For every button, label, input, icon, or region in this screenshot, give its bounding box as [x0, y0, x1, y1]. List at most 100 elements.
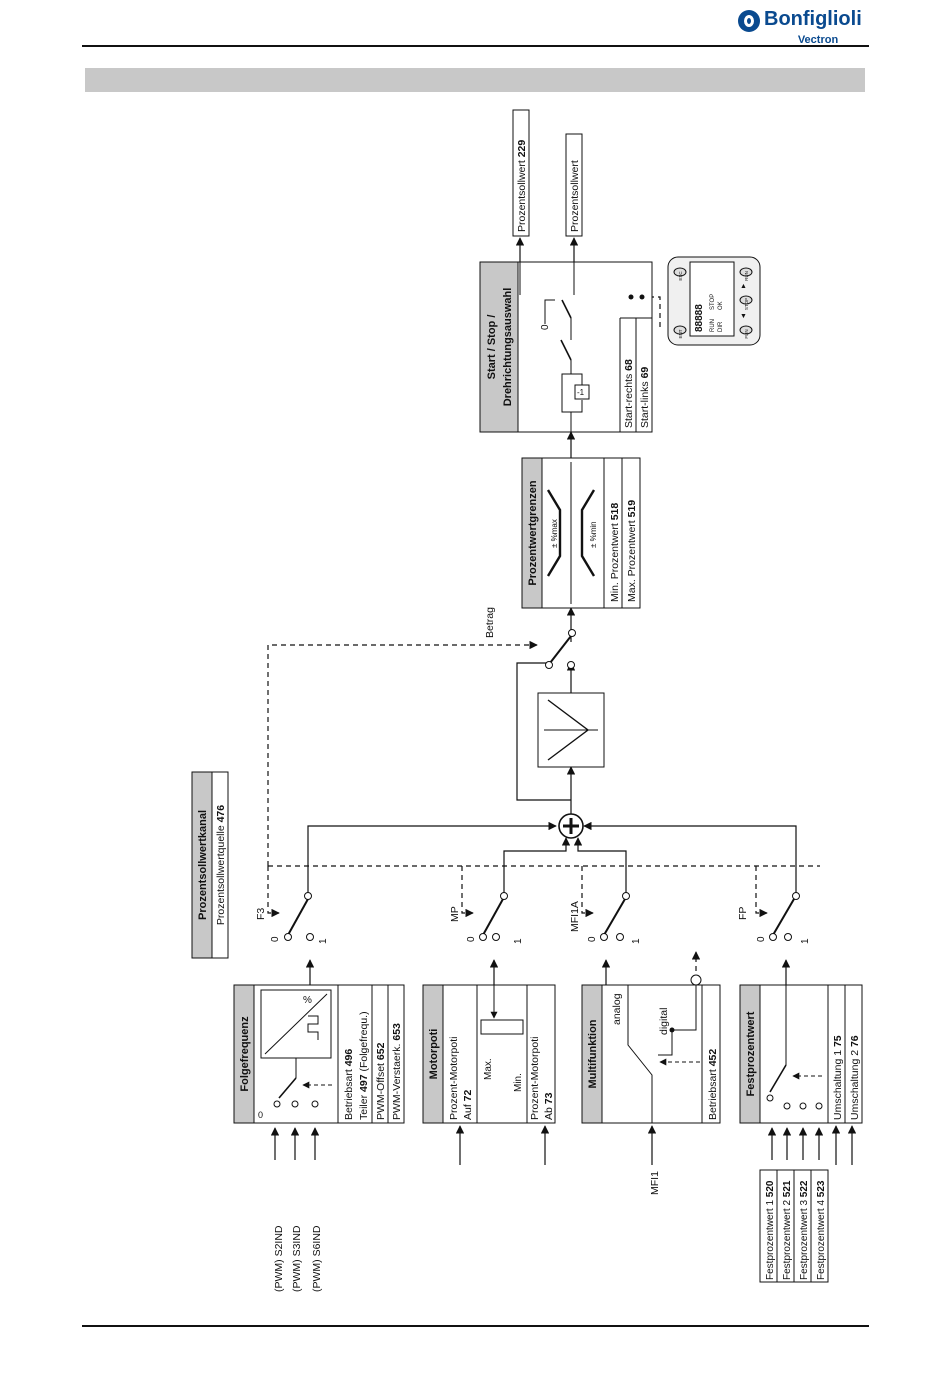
festprozent-block: Festprozentwert Umschaltung 1 75 Umschal…: [739, 984, 863, 1283]
signal-wires: [270, 237, 857, 1165]
footer-rule: [82, 1325, 869, 1327]
keypad-key-down: ▼: [740, 313, 747, 320]
param-pwm-offset-652: PWM-Offset 652: [375, 1042, 387, 1120]
festprozent-1: Festprozentwert 1 520: [765, 1180, 776, 1280]
folgefrequenz-title: Folgefrequenz: [239, 1016, 251, 1092]
param-teiler-497: Teiler 497 (Folgefrequ.): [358, 1011, 370, 1120]
motorpoti-auf-label: Prozent-Motorpoti: [448, 1037, 460, 1120]
param-start-links-69: Start-links 69: [639, 367, 651, 428]
pulse-icon: [307, 1015, 319, 1040]
switch-one-mfi1a: 1: [631, 938, 642, 944]
switch-fp: FP 0 1: [737, 892, 811, 944]
switch-label-fp: FP: [737, 907, 749, 920]
channel-param: Prozentsollwertquelle 476: [215, 805, 227, 925]
motorpoti-auf-param: Auf 72: [462, 1089, 474, 1120]
absolute-value-block: [537, 692, 605, 768]
keypad-key-ent: ENT: [678, 329, 683, 338]
motorpoti-max: Max.: [483, 1058, 494, 1080]
potentiometer-icon: [480, 1019, 524, 1035]
grenzen-pmin: ± %min: [589, 521, 598, 548]
betrag-label: Betrag: [484, 607, 496, 638]
output-prozentsollwert-229: Prozentsollwert 229: [512, 109, 530, 237]
motorpoti-ab-param: Ab 73: [543, 1092, 555, 1120]
keypad-led-stop: STOP: [710, 294, 716, 310]
multifunktion-digital: digital: [658, 1008, 670, 1035]
param-betriebsart-496: Betriebsart 496: [343, 1049, 355, 1120]
switch-zero-mp: 0: [466, 936, 477, 942]
header-rule: [82, 45, 869, 47]
param-umschaltung-1: Umschaltung 1 75: [832, 1035, 844, 1120]
festprozent-3: Festprozentwert 3 522: [799, 1180, 810, 1280]
startstop-zero: 0: [540, 324, 551, 330]
input-s2ind: (PWM) S2IND: [273, 1225, 285, 1292]
startstop-block: Start / Stop / Drehrichtungsauswahl -1 0…: [479, 261, 653, 433]
input-mfi1: MFI1: [649, 1171, 661, 1195]
source-switches: F3 0 1 MP 0 1 MFI1A 0 1 FP: [255, 892, 811, 944]
keypad-display: 88888: [694, 304, 705, 332]
keypad-key-fun: FUN: [744, 329, 749, 338]
output-prozentsollwert: Prozentsollwert: [565, 133, 583, 237]
switch-mfi1a: MFI1A 0 1: [569, 892, 642, 944]
summation-node: [558, 813, 584, 839]
switch-one-fp: 1: [800, 938, 811, 944]
festprozent-4: Festprozentwert 4 523: [816, 1180, 827, 1280]
brand-logo-icon: [738, 10, 760, 32]
brand-logo: Bonfiglioli Vectron: [738, 8, 873, 48]
brand-name: Bonfiglioli: [764, 8, 862, 30]
multifunktion-title: Multifunktion: [587, 1019, 599, 1088]
input-s3ind: (PWM) S3IND: [291, 1225, 303, 1292]
output-label: Prozentsollwert: [569, 160, 581, 232]
keypad-led-ok: OK: [718, 301, 724, 310]
grenzen-title: Prozentwertgrenzen: [527, 480, 539, 585]
brand-subname: Vectron: [797, 34, 839, 46]
switch-mp: MP 0 1: [449, 892, 524, 944]
switch-zero-f3: 0: [270, 936, 281, 942]
param-max-prozentwert-519: Max. Prozentwert 519: [626, 500, 638, 602]
betrag-switch: Betrag: [484, 607, 576, 669]
param-min-prozentwert-518: Min. Prozentwert 518: [609, 503, 621, 602]
switch-f3: F3 0 1: [255, 892, 329, 944]
switch-zero-label: 0: [258, 1110, 263, 1120]
multifunktion-block: Multifunktion analog digital Betriebsart…: [581, 974, 721, 1195]
keypad-led-run: RUN: [710, 319, 716, 332]
motorpoti-ab-label: Prozent-Motorpoti: [529, 1037, 541, 1120]
folgefrequenz-block: Folgefrequenz % 0 Betriebsart 496 Teiler…: [233, 984, 405, 1292]
section-title-band: [85, 68, 865, 92]
keypad-key-esc: ESC: [678, 271, 683, 281]
channel-select-block: Prozentsollwertkanal Prozentsollwertquel…: [191, 771, 229, 959]
param-start-rechts-68: Start-rechts 68: [623, 359, 635, 428]
keypad-led-dir: DIR: [718, 321, 724, 332]
switch-label-mfi1a: MFI1A: [569, 901, 581, 932]
keypad-icon: 88888 RUN STOP DIR OK ESC ENT RUN STOP F…: [667, 256, 761, 346]
control-wires: [267, 291, 820, 980]
digital-output-node: [690, 974, 702, 986]
grenzen-block: Prozentwertgrenzen ± %max ± %min Min. Pr…: [521, 457, 641, 609]
switch-label-f3: F3: [255, 908, 267, 920]
switch-label-mp: MP: [449, 906, 461, 922]
festprozent-2: Festprozentwert 2 521: [782, 1180, 793, 1280]
switch-zero-fp: 0: [756, 936, 767, 942]
startstop-neg: -1: [577, 388, 585, 397]
grenzen-pmax: ± %max: [550, 519, 559, 548]
percent-sign: %: [303, 995, 312, 1006]
motorpoti-title: Motorpoti: [428, 1029, 440, 1080]
channel-title: Prozentsollwertkanal: [197, 810, 209, 920]
motorpoti-min: Min.: [513, 1073, 524, 1092]
multifunktion-param: Betriebsart 452: [707, 1049, 719, 1120]
output-label-229: Prozentsollwert 229: [516, 140, 528, 232]
startstop-title-1: Start / Stop /: [486, 315, 498, 380]
param-umschaltung-2: Umschaltung 2 76: [849, 1035, 861, 1120]
keypad-key-run: RUN: [744, 271, 749, 281]
festprozent-title: Festprozentwert: [745, 1011, 757, 1096]
startstop-title-2: Drehrichtungsauswahl: [502, 288, 514, 407]
switch-zero-mfi1a: 0: [587, 936, 598, 942]
multifunktion-analog: analog: [611, 993, 623, 1025]
keypad-key-stop: STOP: [744, 298, 749, 310]
input-s6ind: (PWM) S6IND: [311, 1225, 323, 1292]
switch-one-f3: 1: [318, 938, 329, 944]
keypad-key-up: ▲: [740, 283, 747, 290]
param-pwm-verstaerk-653: PWM-Verstaerk. 653: [391, 1023, 403, 1120]
motorpoti-block: Motorpoti Prozent-Motorpoti Auf 72 Proze…: [422, 984, 556, 1124]
switch-one-mp: 1: [513, 938, 524, 944]
